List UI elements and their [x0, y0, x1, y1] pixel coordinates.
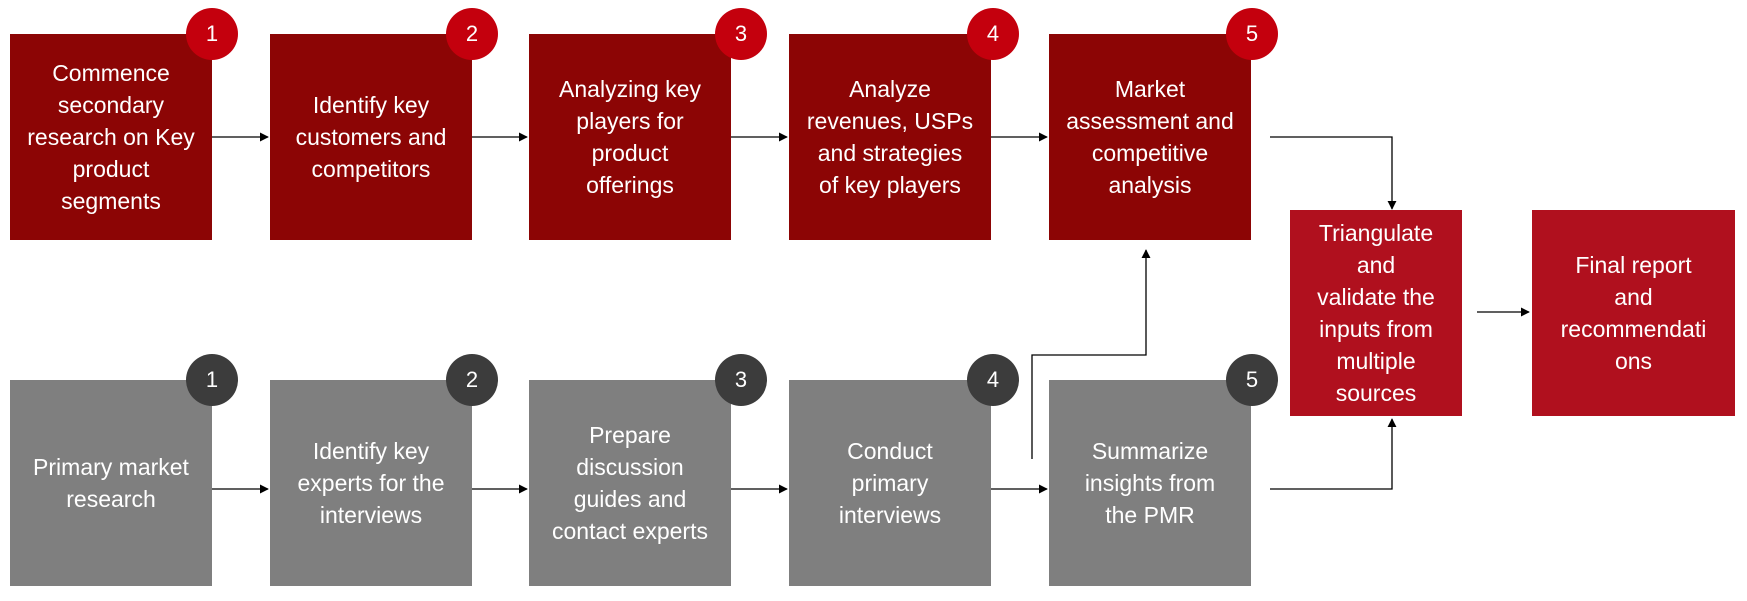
top-step-4-number-badge: 4: [967, 8, 1019, 60]
bottom-step-5-number-badge: 5: [1226, 354, 1278, 406]
final-report-box: Final report and recommendati ons: [1532, 210, 1735, 416]
triangulate-box: Triangulate and validate the inputs from…: [1290, 210, 1462, 416]
top-step-1-number-badge: 1: [186, 8, 238, 60]
arrow-bottom5-to-triangulate: [1270, 418, 1397, 490]
bottom-step-3-box: Prepare discussion guides and contact ex…: [529, 380, 731, 586]
bottom-step-2-number-badge: 2: [446, 354, 498, 406]
bottom-step-4-number-badge: 4: [967, 354, 1019, 406]
top-step-3-box: Analyzing key players for product offeri…: [529, 34, 731, 240]
bottom-step-1-box: Primary market research: [10, 380, 212, 586]
top-step-2-box: Identify key customers and competitors: [270, 34, 472, 240]
bottom-step-1-number-badge: 1: [186, 354, 238, 406]
top-step-1-box: Commence secondary research on Key produ…: [10, 34, 212, 240]
bottom-step-5-box: Summarize insights from the PMR: [1049, 380, 1251, 586]
top-step-3-number-badge: 3: [715, 8, 767, 60]
bottom-step-4-box: Conduct primary interviews: [789, 380, 991, 586]
top-step-5-number-badge: 5: [1226, 8, 1278, 60]
top-step-2-number-badge: 2: [446, 8, 498, 60]
top-step-5-box: Market assessment and competitive analys…: [1049, 34, 1251, 240]
arrow-bottom4-to-top5: [1031, 249, 1151, 459]
top-step-4-box: Analyze revenues, USPs and strategies of…: [789, 34, 991, 240]
bottom-step-2-box: Identify key experts for the interviews: [270, 380, 472, 586]
arrow-top5-to-triangulate: [1270, 136, 1397, 210]
bottom-step-3-number-badge: 3: [715, 354, 767, 406]
